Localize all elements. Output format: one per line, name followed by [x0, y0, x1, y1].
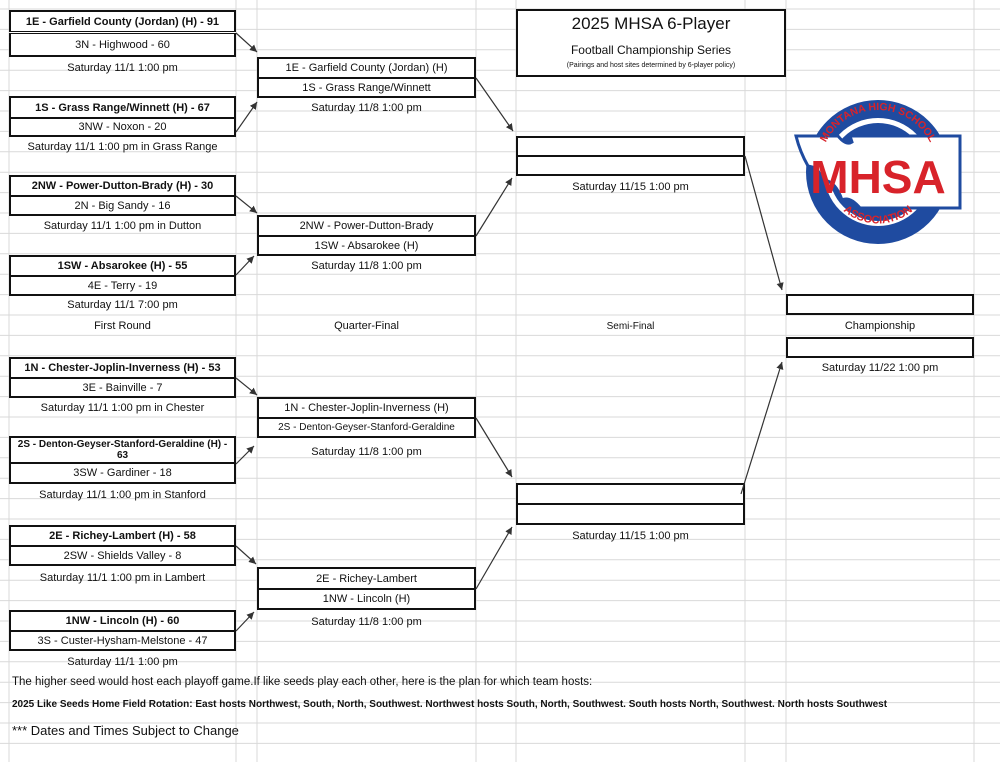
first-round-loser: 2SW - Shields Valley - 8 [9, 546, 236, 566]
first-round-loser: 3NW - Noxon - 20 [9, 118, 236, 137]
first-round-winner: 2NW - Power-Dutton-Brady (H) - 30 [9, 175, 236, 196]
montana-state-icon [794, 134, 962, 210]
first-round-date: Saturday 11/1 1:00 pm in Dutton [43, 220, 202, 232]
championship-team [786, 294, 974, 315]
quarter-final-date: Saturday 11/8 1:00 pm [311, 616, 422, 628]
title-main: 2025 MHSA 6-Player [571, 14, 731, 33]
mhsa-logo: MHSA MONTANA HIGH SCHOOL ASSOCIATION [794, 100, 962, 244]
first-round-date: Saturday 11/1 7:00 pm [67, 299, 178, 311]
semi-final-team [516, 483, 745, 504]
first-round-date: Saturday 11/1 1:00 pm [67, 62, 178, 74]
quarter-final-team: 2S - Denton-Geyser-Stanford-Geraldine [257, 418, 476, 438]
first-round-loser: 2N - Big Sandy - 16 [9, 196, 236, 216]
round-label-semi: Semi-Final [606, 321, 655, 332]
semi-final-date: Saturday 11/15 1:00 pm [572, 181, 689, 193]
semi-final-date: Saturday 11/15 1:00 pm [572, 530, 689, 542]
semi-final-team [516, 504, 745, 525]
first-round-winner: 1E - Garfield County (Jordan) (H) - 91 [9, 10, 236, 32]
first-round-date: Saturday 11/1 1:00 pm in Grass Range [27, 141, 218, 153]
title-box: 2025 MHSA 6-Player Football Championship… [516, 9, 786, 77]
quarter-final-date: Saturday 11/8 1:00 pm [311, 260, 422, 272]
round-label-quarter: Quarter-Final [334, 320, 399, 332]
disclaimer-note: *** Dates and Times Subject to Change [12, 723, 239, 738]
first-round-date: Saturday 11/1 1:00 pm in Chester [40, 402, 205, 414]
semi-final-team [516, 136, 745, 156]
first-round-winner: 1SW - Absarokee (H) - 55 [9, 255, 236, 276]
quarter-final-team: 1SW - Absarokee (H) [257, 236, 476, 256]
first-round-winner: 1N - Chester-Joplin-Inverness (H) - 53 [9, 357, 236, 378]
first-round-winner: 2S - Denton-Geyser-Stanford-Geraldine (H… [9, 436, 236, 463]
first-round-date: Saturday 11/1 1:00 pm [67, 656, 178, 668]
first-round-loser: 4E - Terry - 19 [9, 276, 236, 296]
first-round-date: Saturday 11/1 1:00 pm in Lambert [39, 572, 206, 584]
championship-date: Saturday 11/22 1:00 pm [821, 362, 939, 374]
quarter-final-team: 2E - Richey-Lambert [257, 567, 476, 589]
first-round-loser: 3N - Highwood - 60 [9, 33, 236, 57]
quarter-final-team: 1NW - Lincoln (H) [257, 589, 476, 610]
first-round-loser: 3S - Custer-Hysham-Melstone - 47 [9, 631, 236, 651]
title-subtitle: Football Championship Series [570, 43, 732, 57]
quarter-final-date: Saturday 11/8 1:00 pm [311, 446, 422, 458]
title-note: (Pairings and host sites determined by 6… [566, 62, 736, 69]
first-round-loser: 3SW - Gardiner - 18 [9, 463, 236, 484]
quarter-final-team: 1E - Garfield County (Jordan) (H) [257, 57, 476, 78]
quarter-final-team: 1S - Grass Range/Winnett [257, 78, 476, 98]
logo-center-text: MHSA [810, 151, 945, 203]
first-round-winner: 2E - Richey-Lambert (H) - 58 [9, 525, 236, 546]
semi-final-team [516, 156, 745, 176]
quarter-final-team: 1N - Chester-Joplin-Inverness (H) [257, 397, 476, 418]
quarter-final-team: 2NW - Power-Dutton-Brady [257, 215, 476, 236]
championship-team [786, 337, 974, 358]
first-round-winner: 1S - Grass Range/Winnett (H) - 67 [9, 96, 236, 118]
host-rule-note: The higher seed would host each playoff … [12, 676, 593, 688]
quarter-final-date: Saturday 11/8 1:00 pm [311, 102, 422, 114]
first-round-loser: 3E - Bainville - 7 [9, 378, 236, 398]
round-label-first: First Round [94, 320, 151, 332]
round-label-championship: Championship [844, 320, 916, 332]
first-round-date: Saturday 11/1 1:00 pm in Stanford [39, 489, 206, 501]
first-round-winner: 1NW - Lincoln (H) - 60 [9, 610, 236, 631]
rotation-note: 2025 Like Seeds Home Field Rotation: Eas… [12, 699, 888, 710]
